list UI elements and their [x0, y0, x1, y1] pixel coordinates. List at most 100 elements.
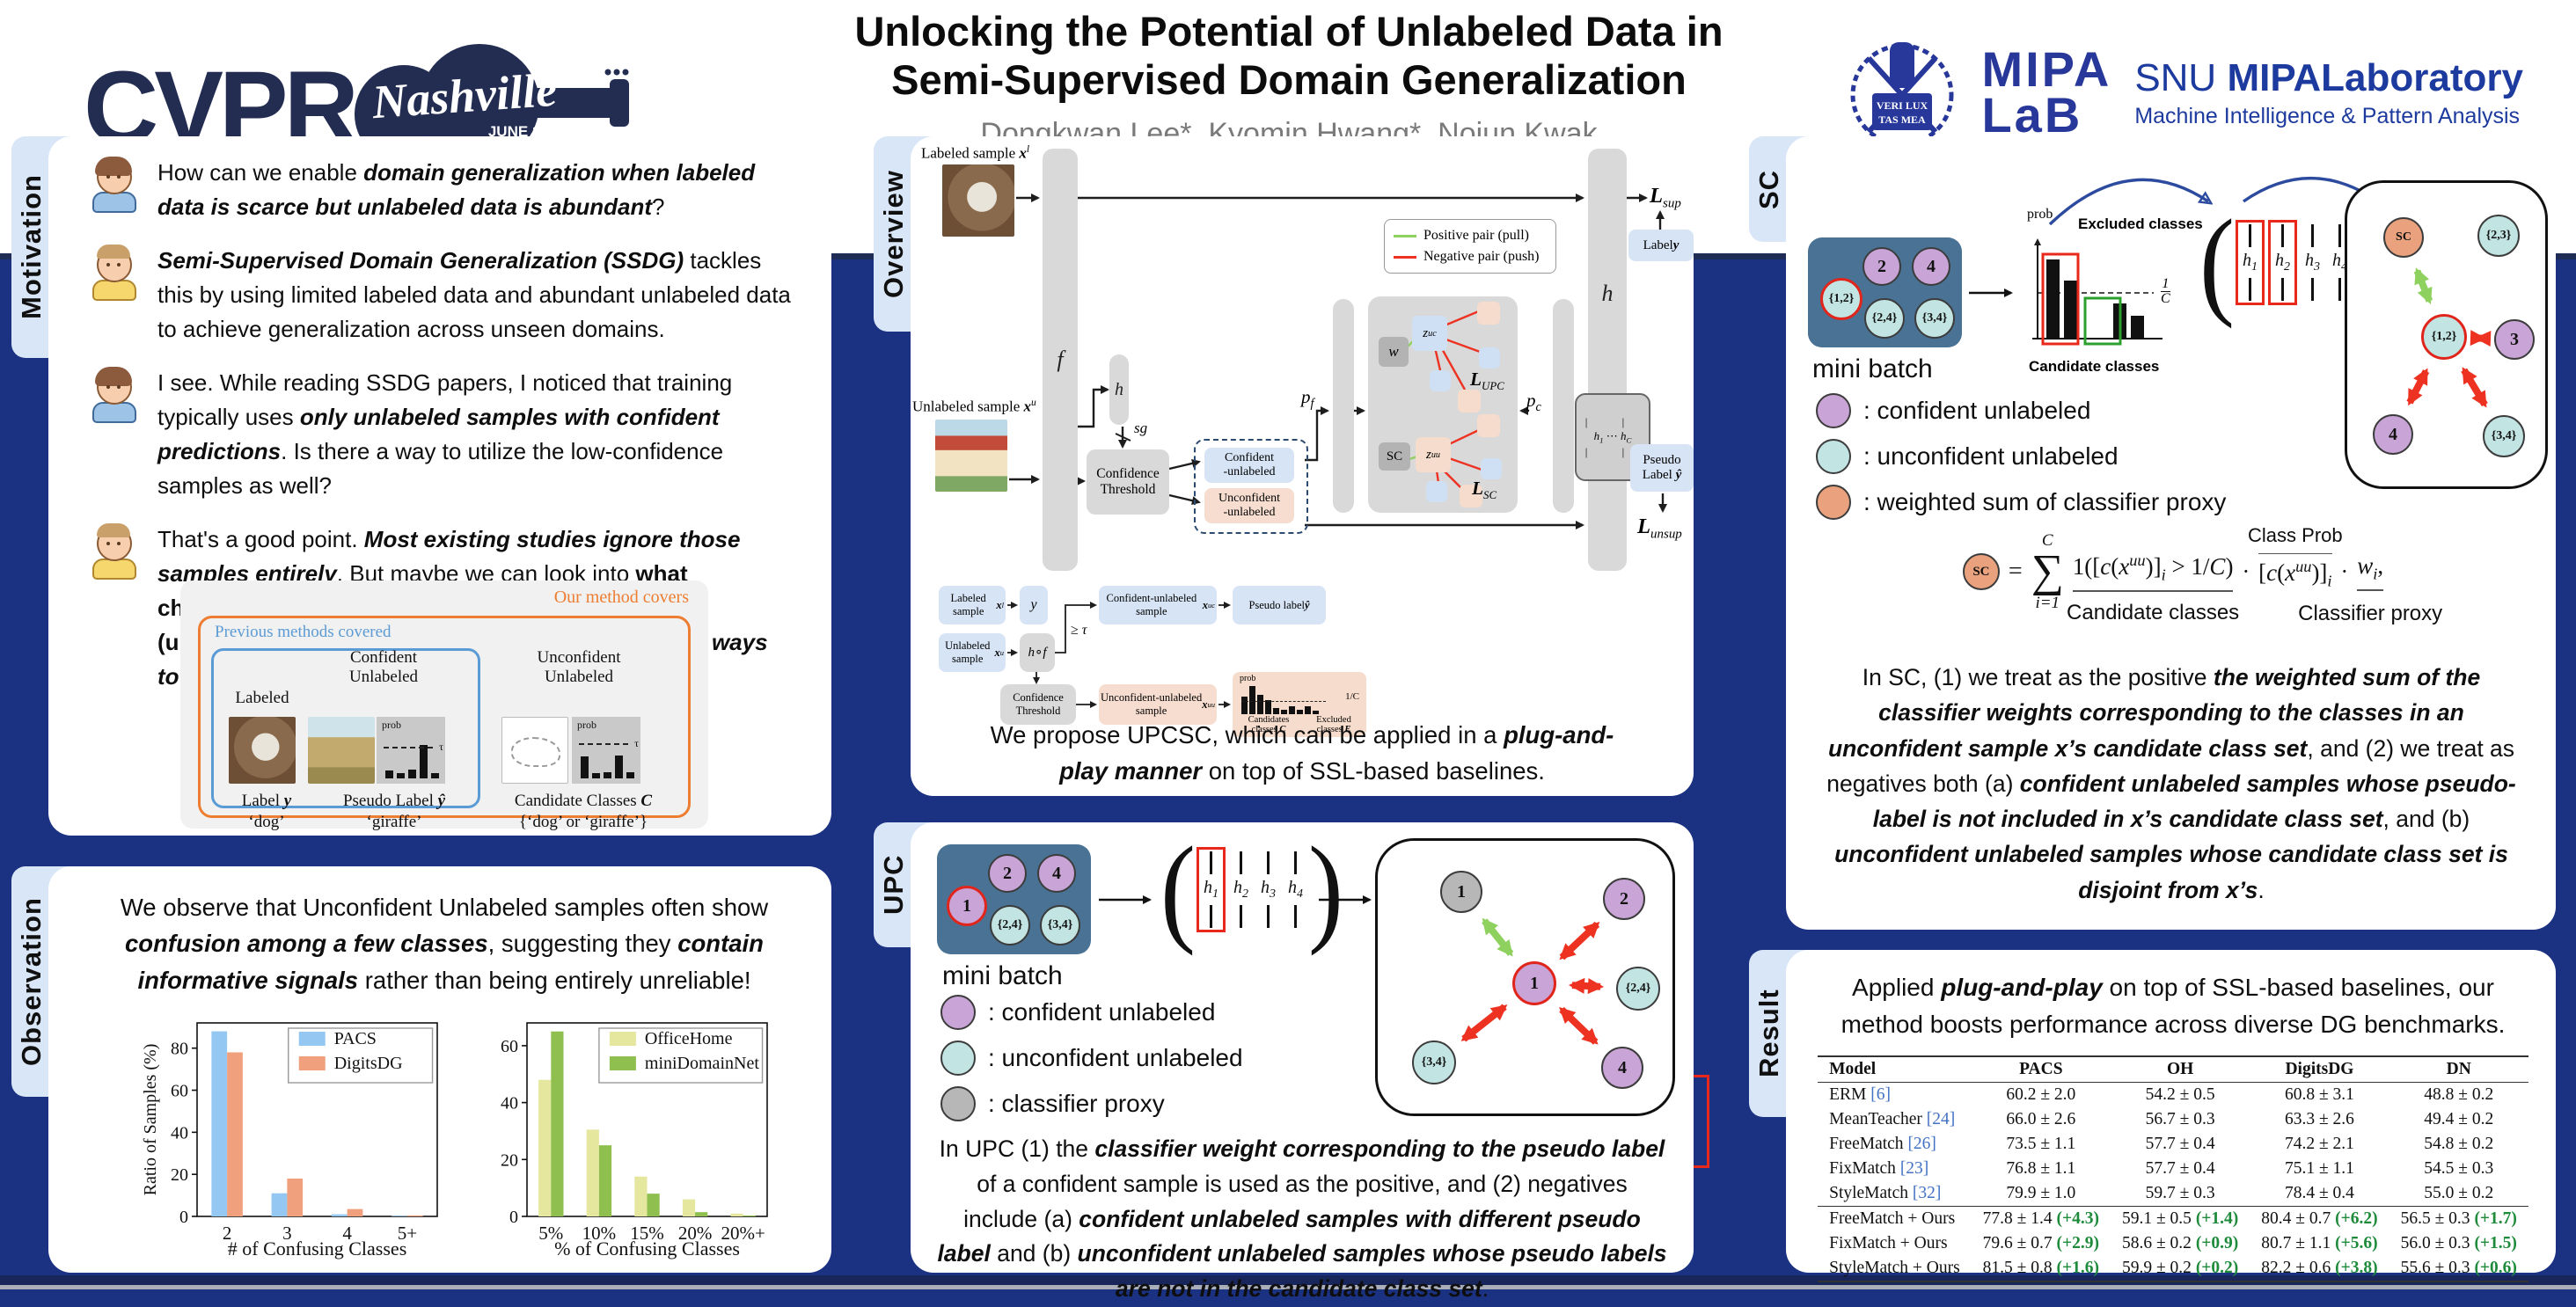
svg-text:% of Confusing Classes: % of Confusing Classes: [554, 1238, 740, 1260]
svg-text:TAS MEA: TAS MEA: [1879, 113, 1927, 126]
graph-node: 4: [1601, 1047, 1643, 1089]
indicator-term: 1([c(xuu)]i > 1/C) Candidate classes: [2073, 551, 2234, 591]
our-method-box: Previous methods covered Labeled Confide…: [198, 616, 691, 818]
graph-node: {3,4}: [1412, 1040, 1456, 1084]
overview-tab-label: Overview: [874, 136, 914, 332]
our-method-covers-label: Our method covers: [554, 588, 689, 608]
svg-text:OfficeHome: OfficeHome: [645, 1029, 733, 1048]
cyan-dot-icon: [1816, 439, 1851, 474]
woman-avatar: [91, 369, 138, 424]
unlabeled-sample-label: Unlabeled sample xu: [912, 397, 1036, 416]
svg-text:miniDomainNet: miniDomainNet: [645, 1054, 759, 1073]
purple-dot-icon: [940, 995, 976, 1030]
pc-label: pc: [1526, 390, 1541, 415]
graph-node: 3: [2494, 319, 2535, 360]
sc-badge: SC: [1963, 553, 2000, 590]
sc-formula: SC = C ∑ i=1 1([c(xuu)]i > 1/C) Candidat…: [1821, 532, 2525, 611]
classifier-weight-column: h1: [1197, 847, 1226, 932]
pc-projection-bar: [1553, 299, 1574, 513]
table-header: DN: [2389, 1056, 2528, 1083]
lab-name: SNU MIPALaboratory: [2134, 56, 2523, 100]
architecture-diagram: Labeled sample xl Unlabeled sample xu f …: [911, 136, 1694, 576]
classifier-h-block: h: [1588, 149, 1627, 571]
lab-name-prefix: SNU: [2134, 56, 2227, 99]
sc-legend-weighted-proxy: : weighted sum of classifier proxy: [1816, 485, 2226, 520]
graph-node: 4: [1037, 854, 1076, 893]
graph-node: 2: [988, 854, 1027, 893]
poster-title-line2: Semi-Supervised Domain Generalization: [651, 55, 1927, 104]
negative-pair-line-icon: [1394, 256, 1416, 259]
observation-tab-label: Observation: [11, 866, 52, 1097]
graph-node: 2: [1862, 247, 1901, 286]
pipe-hist-bars: [1241, 683, 1326, 714]
graph-node: 2: [1603, 878, 1645, 920]
negative-sample-square: [1477, 302, 1500, 325]
overview-caption: We propose UPCSC, which can be applied i…: [972, 717, 1632, 790]
dialogue-text: I see. While reading SSDG papers, I noti…: [157, 366, 794, 503]
svg-text:Ratio of Samples (%): Ratio of Samples (%): [141, 1044, 160, 1196]
pair-legend: Positive pair (pull) Negative pair (push…: [1384, 219, 1556, 274]
lab-subtitle: Machine Intelligence & Pattern Analysis: [2134, 104, 2523, 129]
projector-h-small-block: h: [1109, 354, 1129, 425]
label-y-caption: Label y‘dog’: [209, 791, 324, 833]
observation-panel: Observation We observe that Unconfident …: [48, 866, 831, 1273]
pipe-pseudo-label: Pseudo label ŷ: [1233, 586, 1326, 624]
pipe-threshold-condition: ≥ τ: [1071, 623, 1087, 639]
sc-legend-unconfident: : unconfident unlabeled: [1816, 439, 2119, 474]
graph-node: {3,4}: [1040, 905, 1080, 946]
graph-node: SC: [2383, 217, 2424, 258]
svg-text:60: 60: [501, 1037, 518, 1056]
svg-text:20: 20: [171, 1165, 188, 1185]
negative-sample-square: [1426, 481, 1447, 502]
class-prob-annotation: Class Prob: [2248, 524, 2343, 547]
upc-legend-proxy: : classifier proxy: [940, 1086, 1165, 1121]
unsup-loss-label: Lunsup: [1637, 515, 1682, 542]
result-intro: Applied plug-and-play on top of SSL-base…: [1839, 969, 2507, 1043]
labeled-sample-image: [942, 164, 1014, 237]
dialogue-bubble: I see. While reading SSDG papers, I noti…: [91, 366, 805, 503]
lab-name-bold: MIPALaboratory: [2227, 56, 2523, 99]
man-avatar: [91, 526, 138, 580]
graph-node: {2,4}: [990, 905, 1030, 946]
positive-pair-line-icon: [1394, 235, 1416, 237]
w-proxy-box: w: [1379, 337, 1409, 367]
classifier-weight-column: h2: [2268, 220, 2297, 305]
positive-pair-label: Positive pair (pull): [1423, 228, 1529, 244]
unconfident-unlabeled-box: Unconfident-unlabeled: [1204, 488, 1294, 523]
mipa-logo-line2: LaB: [1981, 92, 2111, 138]
summation: C ∑ i=1: [2031, 532, 2064, 611]
gray-dot-icon: [940, 1086, 976, 1121]
woman-avatar: [91, 159, 138, 214]
man-avatar: [91, 247, 138, 302]
dialogue-bubble: Semi-Supervised Domain Generalization (S…: [91, 244, 805, 347]
negative-pair-label: Negative pair (push): [1423, 249, 1540, 265]
labeled-column-title: Labeled: [220, 669, 304, 708]
svg-text:PACS: PACS: [334, 1029, 377, 1048]
classifier-weight-column: h3: [1261, 851, 1276, 928]
svg-text:80: 80: [171, 1040, 188, 1059]
graph-node: {3,4}: [2483, 415, 2525, 457]
purple-dot-icon: [1816, 393, 1851, 428]
sc-tab-label: SC: [1749, 136, 1789, 242]
stop-gradient-label: sg: [1134, 420, 1147, 437]
table-header: OH: [2111, 1056, 2250, 1083]
pipe-one-over-c: 1/C: [1345, 691, 1359, 702]
graph-node: {1,2}: [2421, 314, 2467, 360]
negative-sample-square: [1477, 414, 1500, 437]
classifier-weight-column: h3: [2305, 224, 2320, 301]
table-header: Model: [1818, 1056, 1972, 1083]
